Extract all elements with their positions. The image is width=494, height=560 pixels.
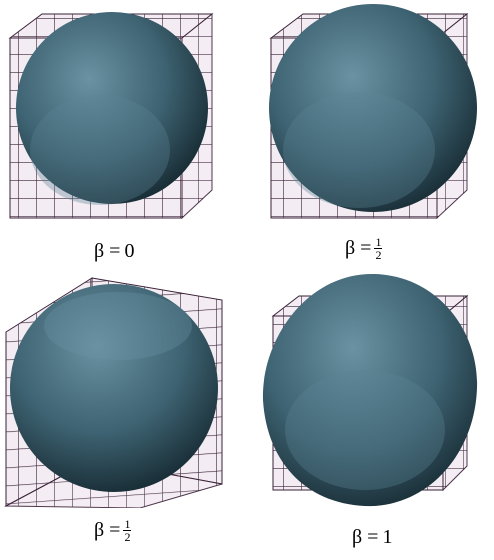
caption-value: 0: [124, 240, 135, 262]
caption-beta-half-bottom: β = 1 2: [94, 517, 132, 544]
caption-fraction: 1 2: [374, 235, 383, 262]
sphere: [10, 284, 218, 492]
sphere-highlight: [283, 92, 435, 208]
sphere: [269, 4, 477, 212]
cube-sphere-render-2: [269, 4, 477, 220]
panel-beta-0: [0, 0, 247, 228]
caption-lhs: β =: [94, 240, 121, 262]
fraction-denominator: 2: [124, 530, 131, 544]
cube-sphere-render-1: [8, 12, 214, 220]
cube-sphere-render-3: [4, 277, 223, 508]
caption-value: 1: [382, 526, 393, 548]
caption-beta-0: β = 0: [94, 240, 134, 263]
caption-beta-half-top: β = 1 2: [345, 235, 383, 262]
caption-lhs: β =: [94, 519, 121, 541]
fraction-numerator: 1: [123, 517, 132, 531]
fraction-denominator: 2: [375, 248, 382, 262]
caption-lhs: β =: [345, 237, 372, 259]
fraction-numerator: 1: [374, 235, 383, 249]
sphere: [16, 12, 208, 204]
caption-fraction: 1 2: [123, 517, 132, 544]
panel-beta-1: [247, 270, 494, 508]
caption-beta-1: β = 1: [352, 526, 392, 549]
panel-beta-half-top: [247, 0, 494, 228]
caption-lhs: β =: [352, 526, 379, 548]
sphere-highlight: [44, 292, 192, 360]
sphere-highlight: [30, 95, 170, 205]
sphere-highlight: [285, 370, 445, 490]
sphere: [262, 273, 478, 507]
cube-sphere-render-4: [262, 273, 478, 507]
panel-beta-half-bottom: [0, 270, 247, 508]
